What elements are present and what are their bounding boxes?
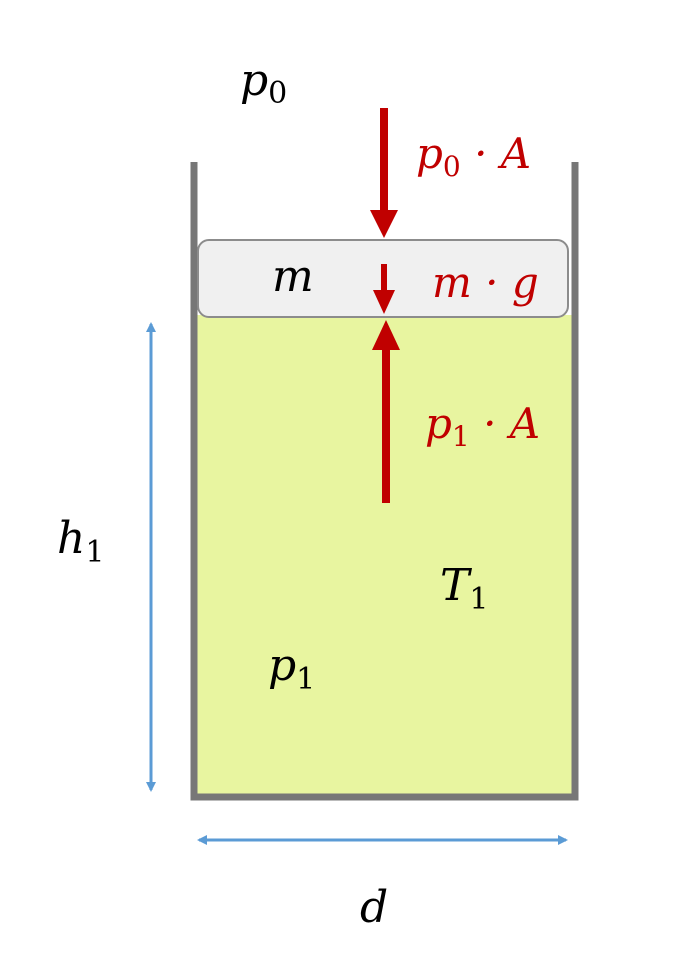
cylinder-wall	[190, 162, 579, 801]
height-label: h1	[57, 513, 104, 570]
piston-mass-label: m	[272, 251, 314, 302]
weight-label: m · g	[432, 258, 539, 307]
gas-force-label: p1 · A	[425, 399, 540, 453]
gas-pressure-label: p1	[268, 640, 315, 697]
ambient-pressure-label: p0	[240, 55, 287, 111]
ambient-force-label: p0 · A	[416, 129, 531, 183]
weight-arrow	[373, 264, 395, 314]
ambient-force-arrow	[370, 108, 398, 238]
diameter-label: d	[360, 882, 388, 933]
gas-force-arrow	[372, 320, 400, 503]
gas-temperature-label: T1	[440, 560, 488, 617]
